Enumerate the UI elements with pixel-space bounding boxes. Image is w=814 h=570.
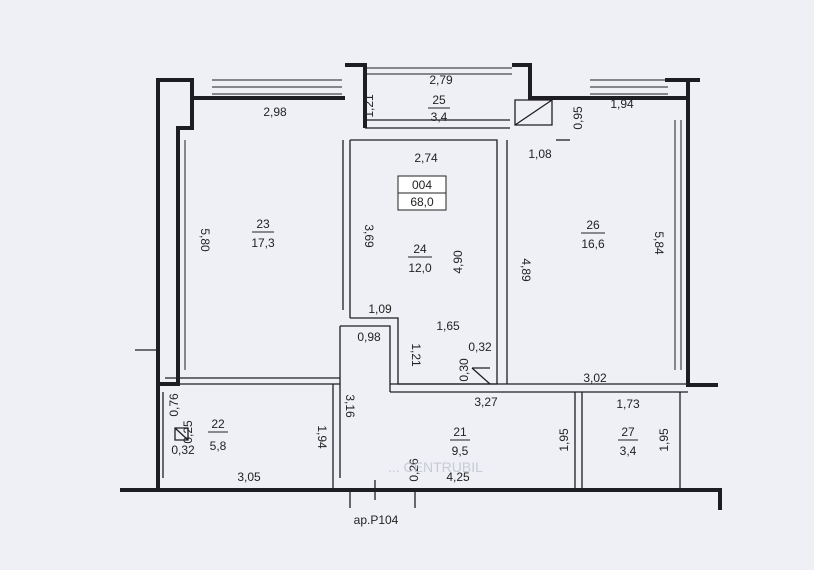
entrance (349, 480, 420, 508)
dim-1-09: 1,09 (368, 302, 392, 316)
room-25-area: 3,4 (431, 110, 448, 124)
dim-0-76: 0,76 (167, 393, 181, 417)
dim-1-94: 1,94 (610, 97, 634, 111)
dim-0-32-low: 0,32 (171, 443, 195, 457)
interior-walls (135, 99, 688, 490)
room-21-area: 9,5 (452, 444, 469, 458)
dim-4-25: 4,25 (446, 470, 470, 484)
dim-3-69: 3,69 (362, 224, 376, 248)
dim-1-08: 1,08 (528, 147, 552, 161)
room-27-area: 3,4 (620, 444, 637, 458)
room-labels: 23 17,3 25 3,4 24 12,0 26 16,6 22 5,8 21… (208, 93, 638, 458)
room-21-number: 21 (453, 425, 467, 439)
dim-1-95-a: 1,95 (557, 428, 571, 452)
room-23-number: 23 (256, 217, 270, 231)
dim-1-21-mid: 1,21 (409, 343, 423, 367)
room-24-area: 12,0 (408, 261, 432, 275)
room-26-number: 26 (586, 218, 600, 232)
dim-3-02: 3,02 (583, 371, 607, 385)
dim-0-25: 0,25 (181, 420, 195, 444)
room-22-number: 22 (211, 417, 225, 431)
room-23-area: 17,3 (251, 236, 275, 250)
apartment-number: 004 (412, 178, 432, 192)
dim-1-73: 1,73 (616, 397, 640, 411)
dim-1-65: 1,65 (436, 319, 460, 333)
dim-4-90: 4,90 (451, 250, 465, 274)
dim-5-80: 5,80 (198, 228, 212, 252)
dim-4-89: 4,89 (519, 258, 533, 282)
dimension-labels: 2,98 2,79 2,74 1,09 0,98 1,65 0,32 1,94 … (171, 73, 640, 484)
dim-3-16: 3,16 (343, 394, 357, 418)
dimension-labels-vertical: 5,80 1,21 3,69 4,90 1,21 0,30 0,95 4,89 … (167, 94, 671, 482)
dim-1-94-low: 1,94 (315, 425, 329, 449)
apartment-total-area: 68,0 (410, 195, 434, 209)
room-26-area: 16,6 (581, 237, 605, 251)
apartment-label-box: 004 68,0 (397, 175, 447, 211)
room-27-number: 27 (621, 425, 635, 439)
dim-2-98: 2,98 (263, 105, 287, 119)
entrance-label: ар.Р104 (354, 513, 399, 527)
dim-2-74: 2,74 (414, 151, 438, 165)
dim-3-27: 3,27 (474, 395, 498, 409)
dim-0-32-mid: 0,32 (468, 340, 492, 354)
dim-5-84: 5,84 (652, 231, 666, 255)
windows (177, 67, 682, 370)
watermark: ... CENTRUBIL (388, 459, 483, 475)
dim-0-98: 0,98 (357, 330, 381, 344)
dim-1-21-top: 1,21 (362, 94, 376, 118)
dim-3-05: 3,05 (237, 470, 261, 484)
dim-0-26: 0,26 (407, 458, 421, 482)
room-25-number: 25 (432, 93, 446, 107)
room-24-number: 24 (413, 242, 427, 256)
outer-walls (120, 63, 722, 510)
room-22-area: 5,8 (210, 439, 227, 453)
dim-0-30: 0,30 (457, 358, 471, 382)
dim-1-95-b: 1,95 (657, 428, 671, 452)
dim-0-95: 0,95 (571, 106, 585, 130)
dim-2-79: 2,79 (429, 73, 453, 87)
